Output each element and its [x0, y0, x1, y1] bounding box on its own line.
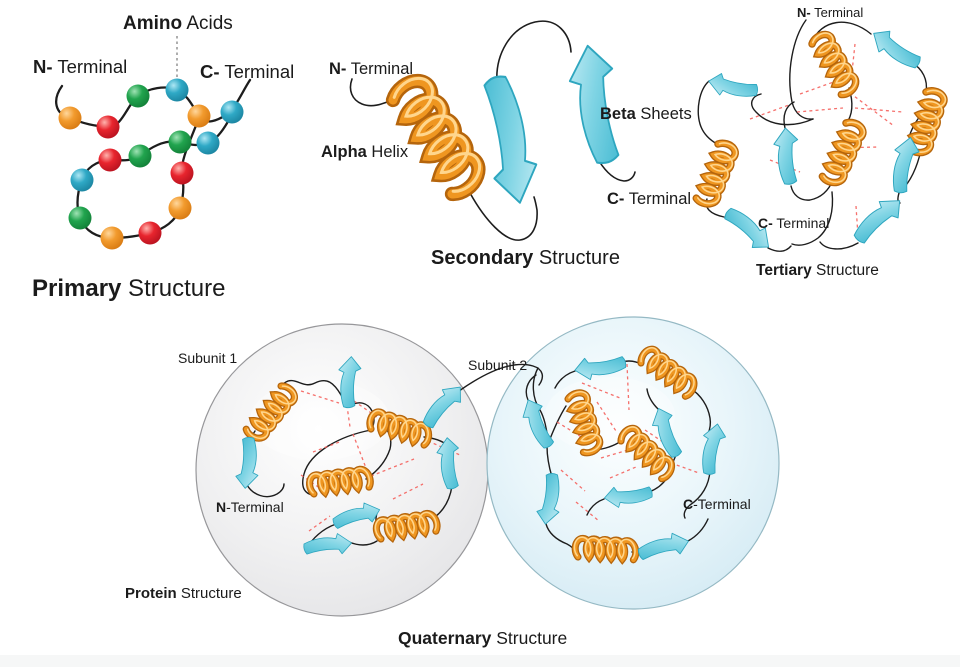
- tertiary-structure-title: Tertiary Structure: [756, 262, 879, 279]
- amino-acid-bead-orange: [58, 106, 82, 130]
- c-terminal-label-secondary: C- Terminal: [607, 190, 691, 208]
- sphere-sheen: [545, 377, 675, 453]
- amino-acid-bead-green: [68, 206, 92, 230]
- primary-structure-title: Primary Structure: [32, 275, 225, 302]
- subunit2-label: Subunit 2: [468, 357, 527, 373]
- amino-acid-bead-red: [98, 148, 122, 172]
- amino-acid-bead-green: [126, 84, 150, 108]
- bottom-strip: [0, 655, 960, 667]
- n-terminal-label-quaternary: N-Terminal: [216, 499, 284, 515]
- beta-sheets-label: Beta Sheets: [600, 105, 692, 123]
- secondary-structure-title: Secondary Structure: [431, 247, 620, 269]
- amino-acid-bead-teal: [196, 131, 220, 155]
- n-terminal-label-tertiary: N- Terminal: [797, 5, 863, 20]
- amino-acid-bead-orange: [168, 196, 192, 220]
- n-terminal-label-secondary: N- Terminal: [329, 60, 413, 78]
- amino-acid-bead-teal: [165, 78, 189, 102]
- subunit1-label: Subunit 1: [178, 350, 237, 366]
- quaternary-structure-title: Quaternary Structure: [398, 628, 567, 648]
- subunit2-sphere: [486, 316, 780, 610]
- amino-acid-bead-orange: [100, 226, 124, 250]
- top-loop: [496, 20, 572, 84]
- amino-acid-bead-teal: [220, 100, 244, 124]
- amino-acids-label: Amino Acids: [123, 13, 233, 34]
- subunit-link-strand: [458, 363, 544, 392]
- quaternary-structure-section: Subunit 1 Subunit 2 N-Terminal C-Termina…: [125, 316, 780, 648]
- tertiary-structure-section: N- Terminal C- Terminal Tertiary Structu…: [696, 5, 947, 279]
- n-terminal-label-primary: N- Terminal: [33, 56, 127, 77]
- amino-acid-bead-teal: [70, 168, 94, 192]
- c-terminal-label-primary: C- Terminal: [200, 61, 294, 82]
- c-terminal-label-tertiary: C- Terminal: [758, 215, 829, 231]
- bottom-loop: [469, 192, 538, 241]
- subunit1-backbone-loops: [246, 379, 453, 549]
- alpha-helix-label: Alpha Helix: [321, 143, 409, 161]
- c-terminal-squiggle: [598, 160, 636, 182]
- amino-acid-bead-red: [138, 221, 162, 245]
- amino-acid-bead-green: [168, 130, 192, 154]
- primary-structure-section: Amino Acids N- Terminal C- Terminal Prim…: [32, 13, 294, 302]
- amino-acid-bead-green: [128, 144, 152, 168]
- amino-acid-bead-red: [96, 115, 120, 139]
- protein-structure-label: Protein Structure: [125, 585, 242, 602]
- c-terminal-label-quaternary: C-Terminal: [683, 496, 751, 512]
- n-terminal-loop: [349, 78, 391, 107]
- secondary-structure-section: N- Terminal Alpha Helix Beta Sheets C- T…: [321, 20, 692, 269]
- amino-acid-beads: [58, 78, 244, 250]
- amino-acid-bead-orange: [187, 104, 211, 128]
- amino-acid-bead-red: [170, 161, 194, 185]
- subunit2-hydrogen-bonds: [556, 363, 700, 522]
